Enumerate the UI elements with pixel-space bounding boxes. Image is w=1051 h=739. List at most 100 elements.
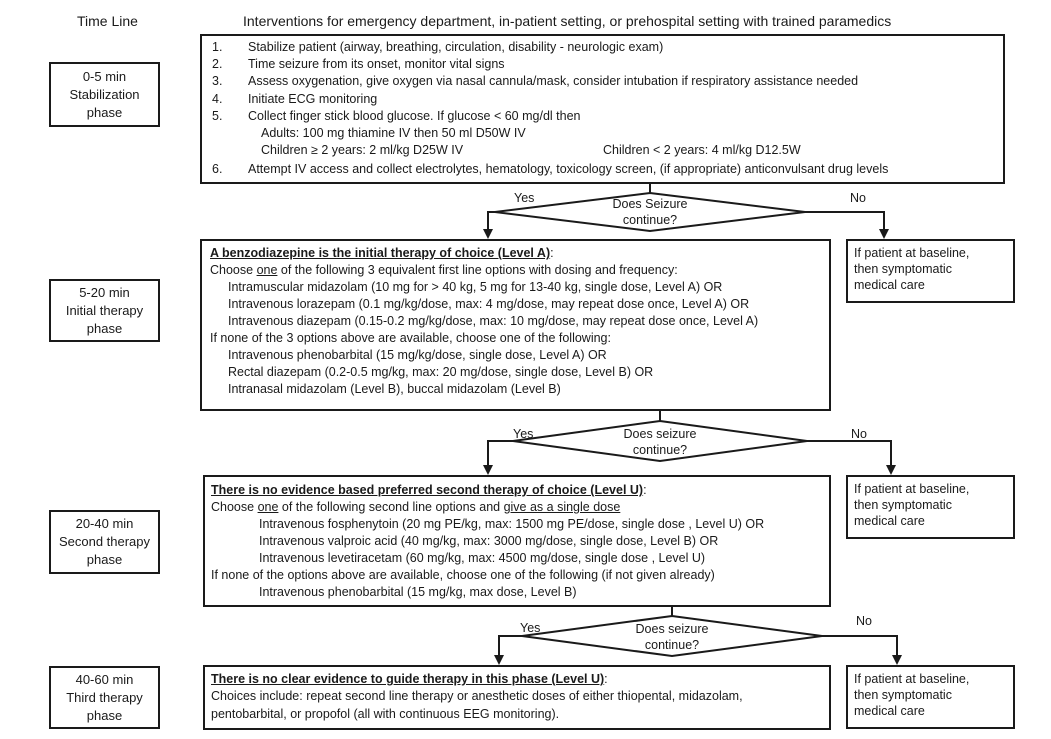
yes-label-3: Yes (520, 621, 541, 635)
baseline-line: medical care (854, 278, 925, 292)
glucose-children-lt2: Children < 2 years: 4 ml/kg D12.5W (603, 143, 801, 157)
stabilization-box (200, 34, 1005, 184)
step-number: 5. (212, 109, 223, 123)
second-choose-line: Choose one of the following second line … (211, 499, 620, 515)
second-heading-text: There is no evidence based preferred sec… (211, 483, 644, 497)
step-number: 1. (212, 40, 223, 54)
initial-choose-line: Choose one of the following 3 equivalent… (210, 262, 678, 278)
phase-name-suffix: phase (86, 320, 123, 336)
baseline-line: then symptomatic (854, 498, 952, 512)
baseline-line: medical care (854, 514, 925, 528)
decision-question: Does seizure (623, 427, 697, 441)
timeline-header: Time Line (77, 13, 138, 29)
phase-name-suffix: phase (86, 552, 123, 567)
second-fallback-option: Intravenous phenobarbital (15 mg/kg, max… (259, 585, 577, 599)
yes-connector-3 (494, 635, 522, 665)
initial-heading-colon: : (550, 246, 554, 260)
third-heading-colon: : (604, 672, 608, 686)
third-heading-text: There is no clear evidence to guide ther… (211, 672, 605, 686)
decision-diamond-1 (494, 191, 806, 233)
decision-label-3: Does seizure continue? (612, 621, 732, 653)
phase-name: Third therapy (66, 689, 143, 705)
phase-name: Stabilization (69, 86, 140, 102)
choose-prefix: Choose (211, 500, 258, 514)
decision-question: Does Seizure (612, 197, 688, 211)
baseline-line: medical care (854, 704, 925, 718)
decision-label-2: Does seizure continue? (600, 426, 720, 458)
baseline-box-3: If patient at baseline, then symptomatic… (846, 665, 1015, 729)
phase-name-suffix: phase (86, 104, 123, 120)
initial-therapy-box (200, 239, 831, 411)
initial-heading: A benzodiazepine is the initial therapy … (210, 245, 554, 261)
baseline-box-1: If patient at baseline, then symptomatic… (846, 239, 1015, 303)
no-label-1: No (850, 191, 866, 205)
choose-suffix: of the following 3 equivalent first line… (277, 263, 678, 277)
no-connector-3 (822, 635, 902, 665)
step-number: 6. (212, 162, 223, 176)
step-text: Assess oxygenation, give oxygen via nasa… (248, 74, 859, 88)
decision-diamond-2 (512, 419, 808, 463)
initial-heading-text: A benzodiazepine is the initial therapy … (210, 246, 551, 260)
baseline-line: If patient at baseline, (854, 246, 970, 260)
step-text: Stabilize patient (airway, breathing, ci… (248, 40, 664, 54)
third-choices-line: Choices include: repeat second line ther… (211, 689, 743, 703)
no-connector-2 (807, 440, 896, 475)
phase-time: 0-5 min (82, 68, 127, 84)
step-text: Collect finger stick blood glucose. If g… (248, 109, 581, 123)
third-therapy-box (203, 665, 831, 730)
step-number: 3. (212, 74, 223, 88)
yes-connector-2 (483, 440, 513, 475)
second-fallback: If none of the options above are availab… (211, 568, 715, 582)
first-line-option: Intramuscular midazolam (10 mg for > 40 … (228, 280, 723, 294)
phase-name-suffix: phase (86, 707, 123, 723)
first-line-option: Intravenous lorazepam (0.1 mg/kg/dose, m… (228, 297, 750, 311)
second-line-option: Intravenous valproic acid (40 mg/kg, max… (259, 534, 719, 548)
choose-one-text: one (257, 500, 279, 514)
interventions-header: Interventions for emergency department, … (243, 13, 892, 29)
third-heading: There is no clear evidence to guide ther… (211, 671, 608, 687)
second-line-option: Intravenous fosphenytoin (20 mg PE/kg, m… (259, 517, 765, 531)
phase-time: 20-40 min (75, 516, 134, 531)
step-text: Initiate ECG monitoring (248, 92, 378, 106)
initial-fallback: If none of the 3 options above are avail… (210, 331, 611, 345)
phase-name: Second therapy (58, 534, 151, 549)
phase-box-stabilization: 0-5 min Stabilization phase (49, 62, 160, 127)
decision-question-suffix: continue? (622, 213, 678, 227)
choose-one-text: one (256, 263, 278, 277)
third-choices-line: pentobarbital, or propofol (all with con… (211, 707, 560, 721)
phase-box-initial: 5-20 min Initial therapy phase (49, 279, 160, 342)
phase-time: 5-20 min (79, 284, 130, 300)
yes-connector-1 (483, 211, 495, 239)
decision-diamond-3 (521, 614, 823, 658)
step-text: Time seizure from its onset, monitor vit… (248, 57, 505, 71)
step-number: 4. (212, 92, 223, 106)
fallback-option: Intravenous phenobarbital (15 mg/kg/dose… (228, 348, 607, 362)
decision-label-1: Does Seizure continue? (590, 196, 710, 228)
second-heading-colon: : (643, 483, 647, 497)
glucose-adults: Adults: 100 mg thiamine IV then 50 ml D5… (261, 126, 526, 140)
glucose-children-ge2: Children ≥ 2 years: 2 ml/kg D25W IV (261, 143, 464, 157)
choose-single-dose-text: give as a single dose (503, 500, 621, 514)
choose-prefix: Choose (210, 263, 257, 277)
phase-time: 40-60 min (75, 671, 134, 687)
no-label-2: No (851, 427, 867, 441)
yes-label-1: Yes (514, 191, 535, 205)
baseline-line: then symptomatic (854, 688, 952, 702)
second-line-option: Intravenous levetiracetam (60 mg/kg, max… (259, 551, 706, 565)
fallback-option: Intranasal midazolam (Level B), buccal m… (228, 382, 561, 396)
yes-label-2: Yes (513, 427, 534, 441)
phase-box-second: 20-40 min Second therapy phase (49, 510, 160, 574)
second-therapy-box (203, 475, 831, 607)
baseline-line: then symptomatic (854, 262, 952, 276)
step-text: Attempt IV access and collect electrolyt… (248, 162, 889, 176)
second-heading: There is no evidence based preferred sec… (211, 482, 647, 498)
decision-question: Does seizure (635, 622, 709, 636)
baseline-line: If patient at baseline, (854, 482, 970, 496)
step-number: 2. (212, 57, 223, 71)
first-line-option: Intravenous diazepam (0.15-0.2 mg/kg/dos… (228, 314, 759, 328)
phase-name: Initial therapy (65, 302, 144, 318)
baseline-line: If patient at baseline, (854, 672, 970, 686)
no-connector-1 (805, 211, 889, 239)
baseline-box-2: If patient at baseline, then symptomatic… (846, 475, 1015, 539)
fallback-option: Rectal diazepam (0.2-0.5 mg/kg, max: 20 … (228, 365, 654, 379)
